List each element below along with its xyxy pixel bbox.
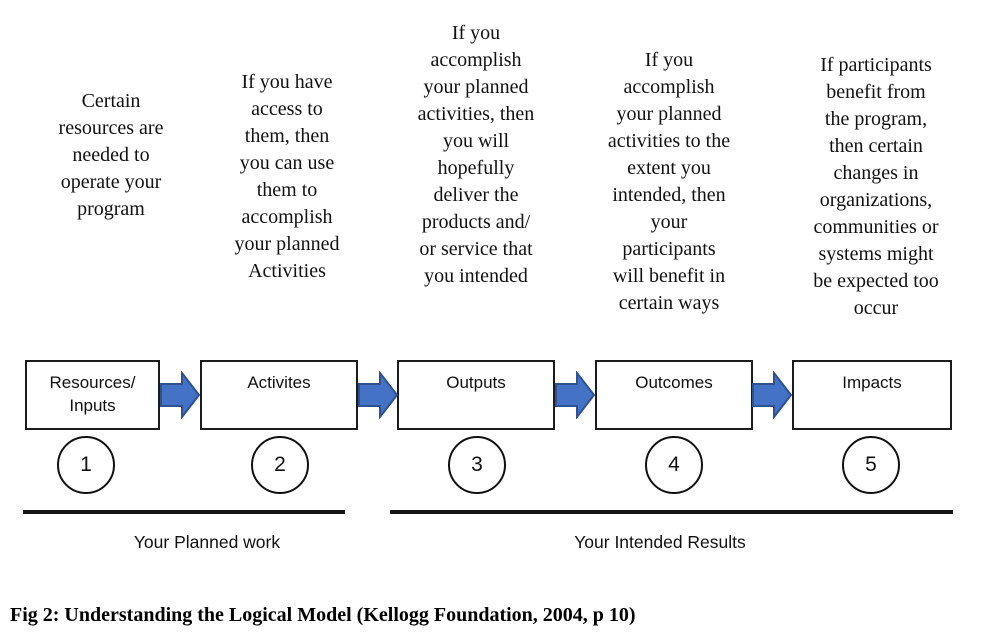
flow-arrow-icon xyxy=(160,371,200,419)
stage-box-label: Resources/ Inputs xyxy=(49,373,136,415)
stage-box-label: Outputs xyxy=(446,373,506,392)
flow-arrow-icon xyxy=(752,371,792,419)
figure-caption: Fig 2: Understanding the Logical Model (… xyxy=(10,604,636,626)
stage-box-activities: Activites xyxy=(200,360,358,430)
stage-description-outcomes: If you accomplish your planned activitie… xyxy=(607,49,731,314)
stage-box-label: Activites xyxy=(247,373,311,392)
stage-description-impacts: If participants benefit from the program… xyxy=(813,54,939,319)
stage-box-outputs: Outputs xyxy=(397,360,555,430)
stage-box-impacts: Impacts xyxy=(792,360,952,430)
intended-results-label: Your Intended Results xyxy=(574,532,746,552)
planned-work-label: Your Planned work xyxy=(133,532,281,552)
stage-box-label: Outcomes xyxy=(635,373,713,392)
stage-description-outputs: If you accomplish your planned activitie… xyxy=(417,22,535,287)
step-number-circle-3: 3 xyxy=(448,436,506,494)
flow-arrow-icon xyxy=(555,371,595,419)
stage-box-label: Impacts xyxy=(842,373,902,392)
step-number-circle-5: 5 xyxy=(842,436,900,494)
stage-description-activities: If you have access to them, then you can… xyxy=(234,71,340,282)
planned-work-underline xyxy=(23,510,345,514)
stage-box-outcomes: Outcomes xyxy=(595,360,753,430)
step-number-circle-2: 2 xyxy=(251,436,309,494)
step-number-circle-4: 4 xyxy=(645,436,703,494)
stage-box-resources-inputs: Resources/ Inputs xyxy=(25,360,160,430)
flow-arrow-icon xyxy=(358,371,398,419)
step-number-circle-1: 1 xyxy=(57,436,115,494)
intended-results-underline xyxy=(390,510,953,514)
stage-description-resources: Certain resources are needed to operate … xyxy=(58,90,164,220)
